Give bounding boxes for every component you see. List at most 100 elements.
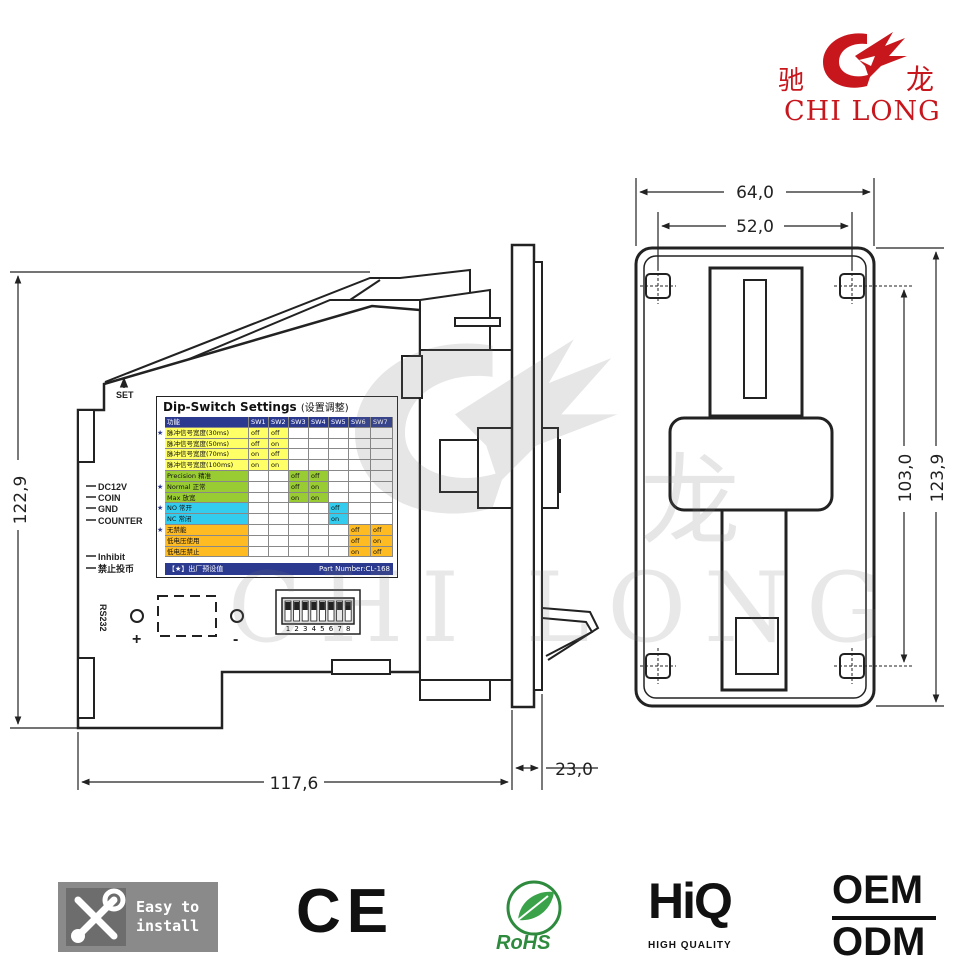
dip-cell <box>269 514 289 525</box>
dip-toggle-knob <box>311 602 317 610</box>
dip-cell: on <box>309 492 329 504</box>
dip-cell <box>289 449 309 461</box>
dip-cell: on <box>289 492 309 504</box>
dip-switch-number: 5 <box>320 625 324 633</box>
dim-hole-spacing-width: 52,0 <box>736 217 774 237</box>
dip-cell <box>249 535 269 547</box>
dip-cell <box>269 481 289 493</box>
dip-cell <box>371 514 393 525</box>
dip-cell <box>349 438 371 450</box>
dip-footer: 【★】出厂预设值 Part Number:CL-168 <box>165 563 393 575</box>
dip-cell: off <box>269 449 289 461</box>
dip-cell: off <box>349 524 371 536</box>
default-star-icon: ★ <box>157 504 164 513</box>
dip-cell <box>289 427 309 439</box>
dip-toggle <box>336 600 344 622</box>
dip-cell <box>349 470 371 482</box>
dip-toggle <box>301 600 309 622</box>
dip-cell <box>289 546 309 558</box>
dip-toggle-knob <box>285 602 291 610</box>
dim-depth: 117,6 <box>270 774 319 794</box>
dip-toggle <box>293 600 301 622</box>
side-labels: SET DC12V COIN GND COUNTER Inhibit 禁止投币 … <box>98 390 238 648</box>
dip-cell: off <box>371 546 393 558</box>
hq-text: HiQ <box>648 873 733 929</box>
dip-toggle-knob <box>294 602 300 610</box>
dip-cell: off <box>289 470 309 482</box>
dip-toggle <box>327 600 335 622</box>
dip-cell <box>349 503 371 515</box>
dip-cell <box>269 546 289 558</box>
dip-cell <box>309 438 329 450</box>
dip-cell <box>289 438 309 450</box>
minus-led <box>230 609 244 623</box>
brand-name: CHI LONG <box>784 96 941 127</box>
dip-cell <box>309 427 329 439</box>
dip-switch-number: 8 <box>346 625 350 633</box>
dip-row-label: 无禁能 <box>165 524 249 536</box>
default-star-icon: ★ <box>157 525 164 534</box>
dip-cell <box>329 524 349 536</box>
dip-cell <box>349 481 371 493</box>
dip-cell: on <box>309 481 329 493</box>
dip-cell <box>249 503 269 515</box>
dip-header-cell: SW3 <box>289 417 309 428</box>
dip-cell <box>269 524 289 536</box>
default-star-icon: ★ <box>157 428 164 437</box>
dim-hole-spacing-height: 103,0 <box>896 454 916 503</box>
dip-cell <box>329 470 349 482</box>
dip-cell <box>249 481 269 493</box>
label-inhibit-en: Inhibit <box>98 552 125 562</box>
mounting-hole-centers <box>640 268 912 684</box>
dip-row-label: NC 常闭 <box>165 514 249 525</box>
dip-cell <box>329 481 349 493</box>
dip-cell: off <box>249 427 269 439</box>
dip-cell <box>289 524 309 536</box>
label-pin-dc12v: DC12V <box>98 482 127 492</box>
dim-total-height: 122,9 <box>11 476 31 525</box>
dim-face-height: 123,9 <box>928 454 948 503</box>
dip-cell <box>371 427 393 439</box>
segment-display <box>157 595 217 637</box>
dip-cell <box>249 524 269 536</box>
rohs-badge: RoHS <box>492 878 576 956</box>
dip-switch-number: 3 <box>303 625 307 633</box>
dip-toggle-knob <box>345 602 351 610</box>
dip-cell <box>349 427 371 439</box>
dip-row-label: 脉冲信号宽度(100ms) <box>165 460 249 471</box>
dip-row-label: NO 常开 <box>165 503 249 515</box>
dip-cell <box>249 470 269 482</box>
default-star-icon: ★ <box>157 482 164 491</box>
dip-row-label: Precision 精准 <box>165 470 249 482</box>
dip-row-label: Max 放宽 <box>165 492 249 504</box>
dip-cell: off <box>309 470 329 482</box>
dip-cell: on <box>371 535 393 547</box>
dip-cell: on <box>269 460 289 471</box>
rohs-text: RoHS <box>496 932 551 954</box>
dip-cell <box>289 503 309 515</box>
brand-dragon-icon <box>823 32 907 88</box>
label-rs232: RS232 <box>98 604 108 632</box>
dip-row-label: 脉冲信号宽度(30ms) <box>165 427 249 439</box>
dip-switch-number: 4 <box>312 625 317 633</box>
odm-text: ODM <box>832 920 926 964</box>
dip-cell <box>329 460 349 471</box>
easy-install-line-2: install <box>136 917 200 935</box>
dim-face-thickness: 23,0 <box>555 760 593 780</box>
dip-title: Dip-Switch Settings <box>163 400 297 414</box>
dip-row-label: 脉冲信号宽度(50ms) <box>165 438 249 450</box>
dip-cell <box>249 546 269 558</box>
dip-cell <box>349 514 371 525</box>
easy-install-text: Easy to install <box>136 898 199 936</box>
dip-cell <box>309 535 329 547</box>
